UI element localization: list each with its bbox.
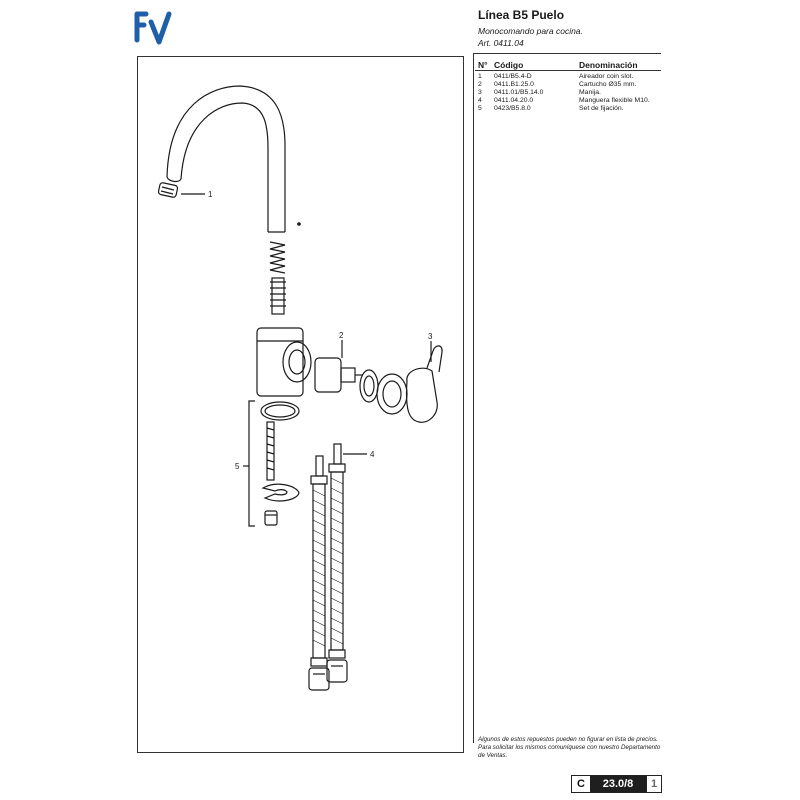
- page-code-box: C 23.0/8 1: [571, 775, 662, 793]
- page-subtitle: Monocomando para cocina.: [478, 26, 583, 36]
- part-row: 4 0411.04.20.0 Manguera flexible M10.: [478, 97, 660, 105]
- part-number: 3: [478, 89, 482, 96]
- part-number: 5: [478, 105, 482, 112]
- page-number: 1: [646, 776, 661, 792]
- cartridge-part: [314, 357, 363, 393]
- part-code: 0411/B5.4-D: [494, 73, 532, 80]
- part-code: 0423/B5.8.0: [494, 105, 531, 112]
- part-name: Manguera flexible M10.: [579, 97, 650, 104]
- exploded-view-drawing: 1 2 3 4 5: [157, 85, 443, 691]
- header-divider: [473, 53, 661, 54]
- spout: [166, 85, 286, 233]
- col-header-code: Código: [494, 60, 524, 70]
- mounting-rod: [266, 421, 275, 481]
- callout-2: 2: [339, 331, 344, 340]
- callout-5: 5: [235, 462, 240, 471]
- section-letter: C: [572, 776, 590, 792]
- col-header-name: Denominación: [579, 60, 638, 70]
- part-code: 0411.01/B5.14.0: [494, 89, 544, 96]
- aerator-part: [157, 182, 179, 198]
- handle-part: [405, 345, 443, 423]
- part-name: Cartucho Ø35 mm.: [579, 81, 637, 88]
- fixing-nut: [264, 510, 278, 526]
- flexible-hose-left: [308, 455, 330, 691]
- drawing-frame: [137, 56, 464, 753]
- column-divider: [473, 53, 474, 743]
- callout-3: 3: [428, 332, 433, 341]
- footnote: Algunos de estos repuestos pueden no fig…: [478, 736, 661, 759]
- callout-1: 1: [208, 190, 213, 199]
- part-row: 5 0423/B5.8.0 Set de fijación.: [478, 105, 660, 113]
- threaded-stem: [270, 277, 286, 315]
- col-header-number: N°: [478, 60, 488, 70]
- part-row: 2 0411.B1.25.0 Cartucho Ø35 mm.: [478, 81, 660, 89]
- part-number: 2: [478, 81, 482, 88]
- page-code: 23.0/8: [590, 776, 646, 792]
- table-header-divider: [475, 70, 661, 71]
- part-name: Set de fijación.: [579, 105, 624, 112]
- part-row: 3 0411.01/B5.14.0 Manija.: [478, 89, 660, 97]
- faucet-body: [256, 327, 312, 397]
- part-code: 0411.B1.25.0: [494, 81, 534, 88]
- o-ring: [260, 401, 300, 421]
- part-number: 4: [478, 97, 482, 104]
- part-name: Manija.: [579, 89, 601, 96]
- fv-logo: [134, 11, 172, 45]
- horseshoe-washer: [261, 483, 300, 502]
- part-code: 0411.04.20.0: [494, 97, 534, 104]
- spout-spring: [269, 241, 286, 274]
- cartridge-nut: [359, 369, 408, 415]
- page-title: Línea B5 Puelo: [478, 8, 565, 22]
- flexible-hose-right: [326, 443, 348, 683]
- part-row: 1 0411/B5.4-D Aireador coin slot.: [478, 73, 660, 81]
- callout-4: 4: [370, 450, 375, 459]
- bracket-5: [248, 400, 255, 527]
- part-name: Aireador coin slot.: [579, 73, 634, 80]
- article-number: Art. 0411.04: [478, 38, 524, 48]
- parts-list: 1 0411/B5.4-D Aireador coin slot. 2 0411.B1…: [478, 73, 660, 113]
- part-number: 1: [478, 73, 482, 80]
